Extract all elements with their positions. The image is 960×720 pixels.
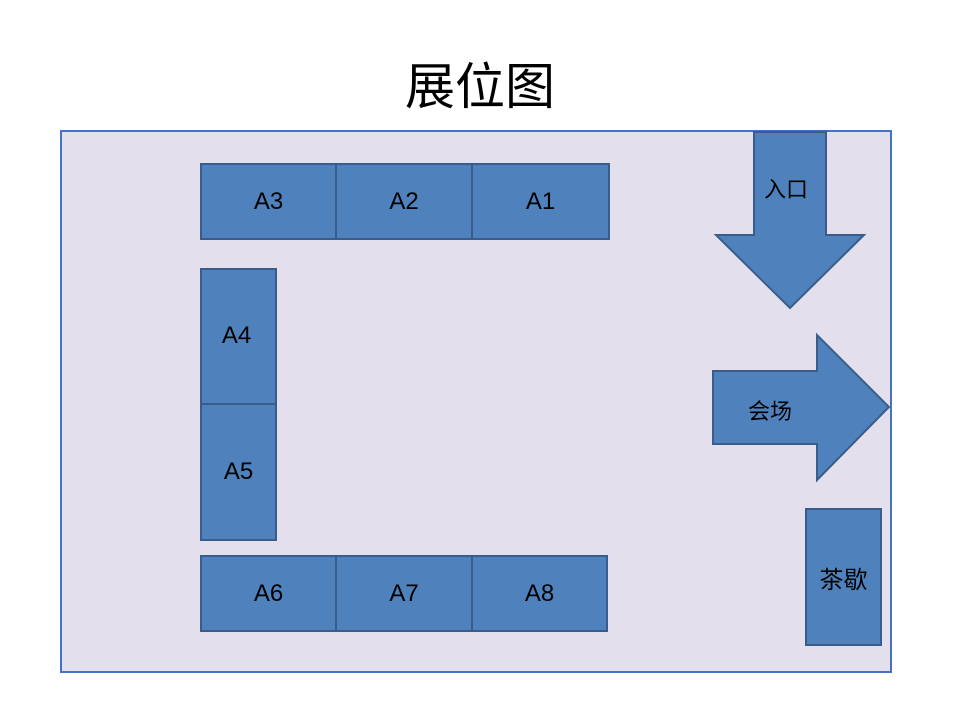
booth-a4[interactable]: A4 (200, 268, 277, 405)
tea-break-area[interactable]: 茶歇 (805, 508, 882, 646)
booth-a1[interactable]: A1 (471, 163, 610, 240)
booth-a7[interactable]: A7 (335, 555, 473, 632)
booth-a5[interactable]: A5 (200, 403, 277, 541)
booth-a6[interactable]: A6 (200, 555, 337, 632)
booth-a8[interactable]: A8 (471, 555, 608, 632)
booth-a2[interactable]: A2 (335, 163, 473, 240)
venue-label: 会场 (748, 400, 793, 425)
page-title: 展位图 (405, 58, 555, 116)
entrance-label: 入口 (764, 178, 809, 203)
booth-a3[interactable]: A3 (200, 163, 337, 240)
